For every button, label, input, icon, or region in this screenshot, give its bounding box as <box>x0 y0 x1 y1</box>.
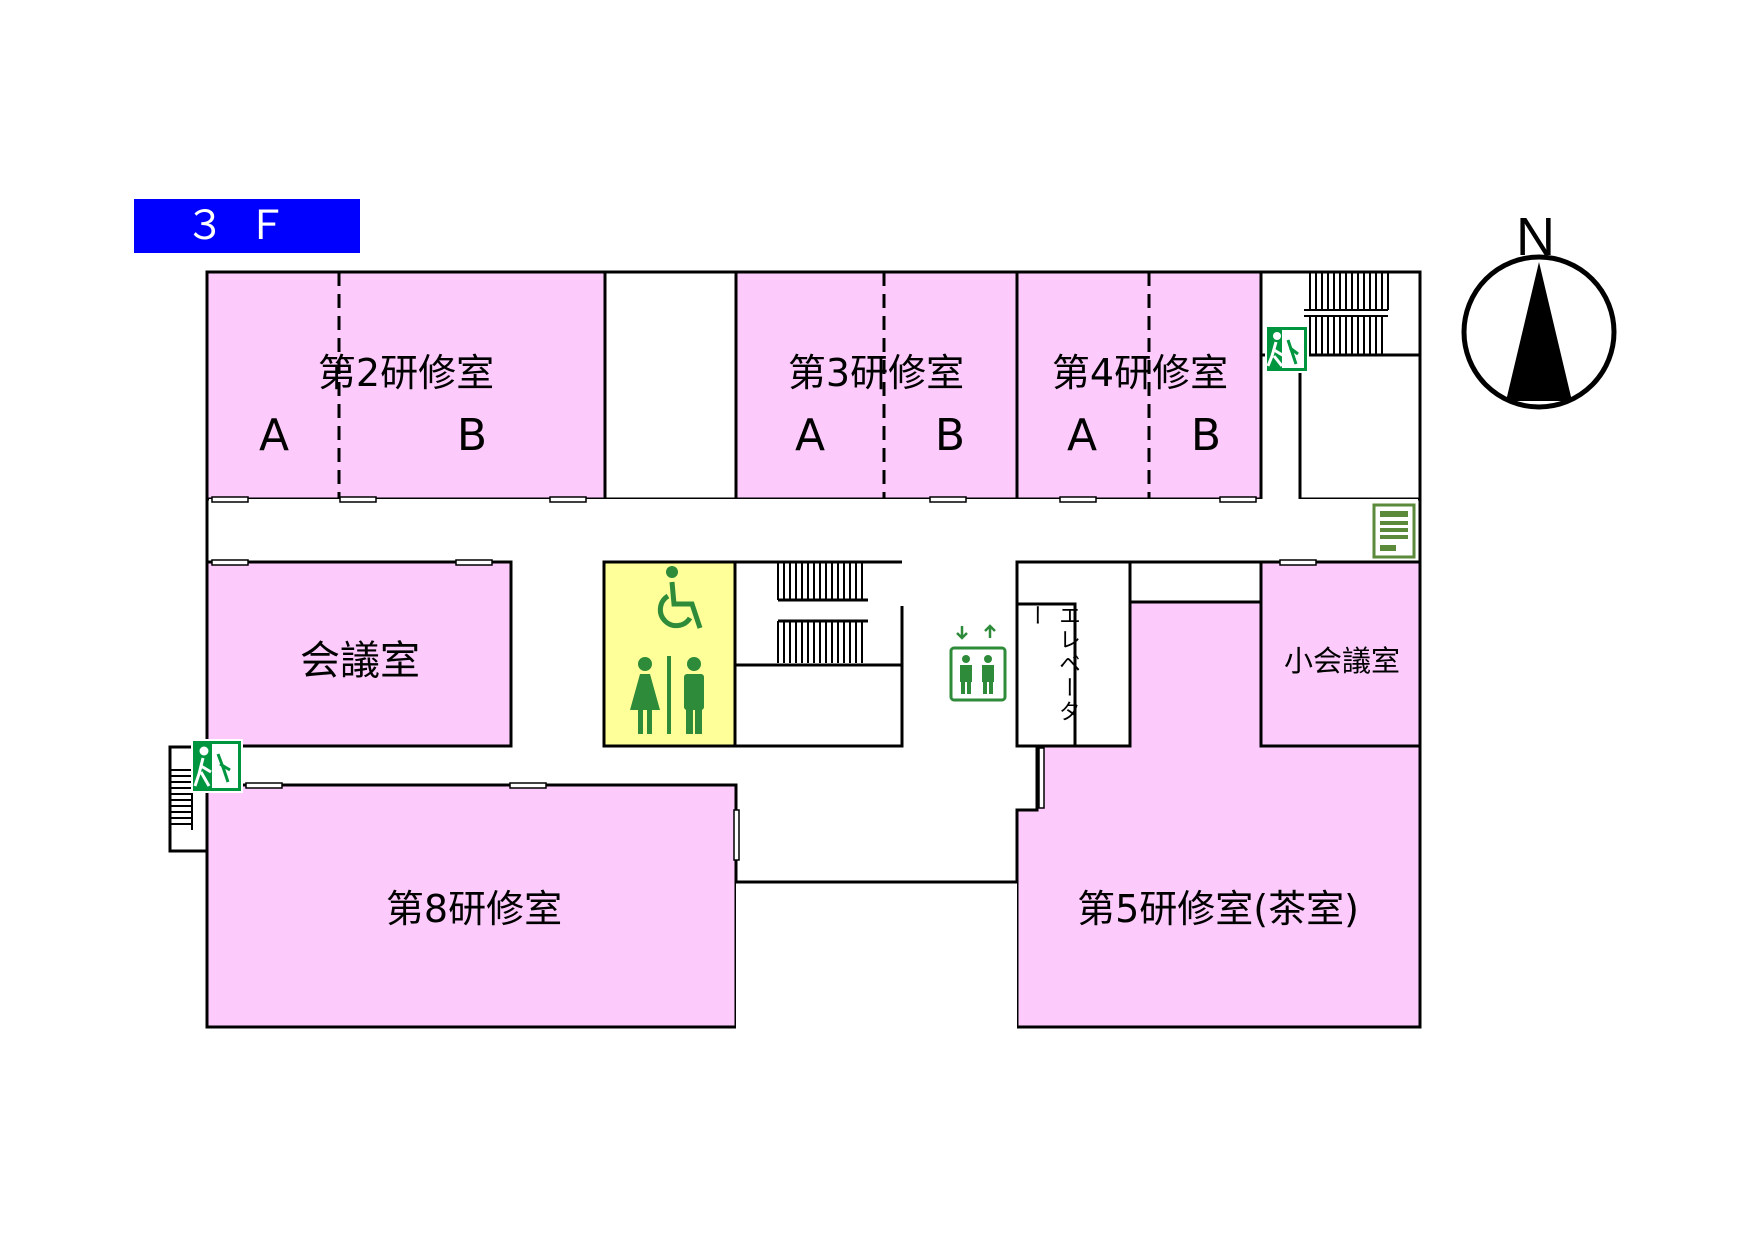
elevator-icon <box>949 624 1007 702</box>
room-training2-section-b: B <box>456 410 488 461</box>
room-training4-section-b: B <box>1190 410 1222 461</box>
corridor-south-gap <box>736 882 1017 1027</box>
corridor-main <box>209 499 1418 559</box>
room-meeting[interactable] <box>205 560 513 748</box>
room-training8-title: 第8研修室 <box>385 887 563 931</box>
room-training4-section-a: A <box>1066 410 1098 461</box>
room-meeting-title: 会議室 <box>300 638 420 684</box>
room-training2-title: 第2研修室 <box>317 351 495 395</box>
room-training4-title: 第4研修室 <box>1051 351 1229 395</box>
elevator-label: エレベーター <box>1023 604 1080 724</box>
room-lobby-east <box>1128 560 1263 604</box>
door-marks <box>211 496 1317 861</box>
compass-north-label: N <box>1516 207 1555 267</box>
emergency-exit-icon <box>1265 325 1309 373</box>
compass-icon <box>1461 254 1617 410</box>
room-training8[interactable] <box>205 783 738 1029</box>
elevator-car[interactable] <box>1015 602 1077 748</box>
restroom-icon <box>630 656 704 734</box>
room-small-meeting-title: 小会議室 <box>1283 644 1401 678</box>
emergency-exit-icon <box>191 739 243 793</box>
room-training2-section-a: A <box>258 410 290 461</box>
vending-machine-icon <box>1372 503 1416 559</box>
room-training5-title: 第5研修室(茶室) <box>1077 887 1359 931</box>
room-training2[interactable] <box>205 270 607 501</box>
room-training4[interactable] <box>1015 270 1263 501</box>
room-small-meeting[interactable] <box>1259 560 1422 748</box>
open-space-north <box>603 270 738 501</box>
room-northeast <box>1298 353 1422 501</box>
wheelchair-icon <box>657 566 703 629</box>
room-training3-title: 第3研修室 <box>787 351 965 395</box>
room-training3-section-a: A <box>794 410 826 461</box>
stairs-central <box>735 560 904 748</box>
floor-label: ３Ｆ <box>134 199 360 253</box>
room-training3-section-b: B <box>934 410 966 461</box>
